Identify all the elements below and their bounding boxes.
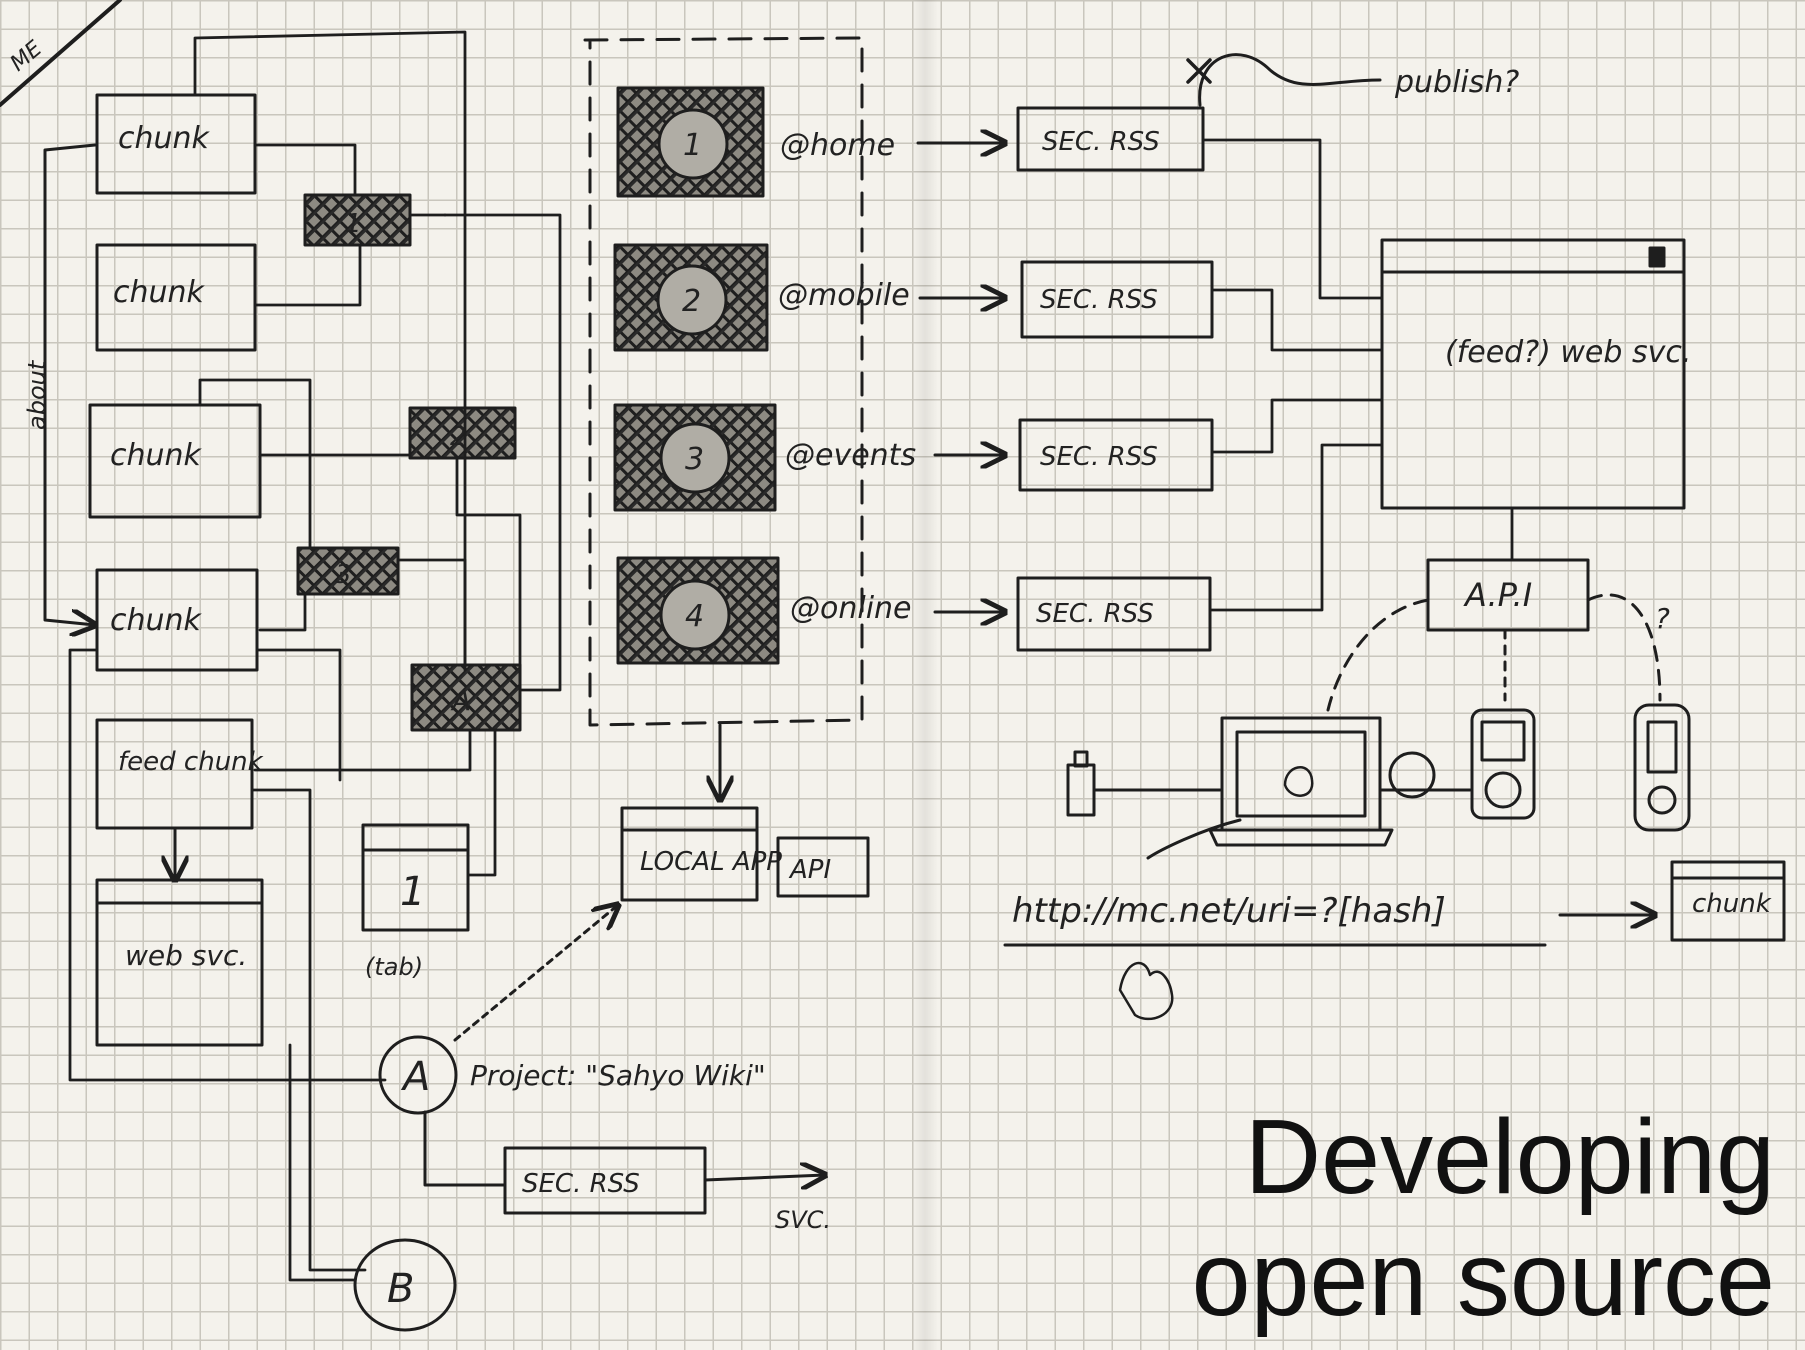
svg-text:2: 2 bbox=[682, 284, 701, 319]
svg-text:@events: @events bbox=[785, 438, 916, 473]
corner-tag: ME bbox=[0, 0, 122, 107]
node-a: A Project: "Sahyo Wiki" bbox=[378, 905, 766, 1187]
svg-text:feed chunk: feed chunk bbox=[118, 747, 264, 777]
svg-text:3: 3 bbox=[335, 560, 352, 590]
tab-box: 1 (tab) bbox=[361, 823, 470, 981]
caption: Developing open source bbox=[1155, 1096, 1775, 1340]
api-box-right: A.P.I bbox=[1426, 558, 1590, 632]
svg-text:1: 1 bbox=[683, 128, 702, 163]
chunk-box-3: chunk bbox=[88, 403, 262, 519]
chunk-box-4: chunk bbox=[95, 568, 259, 672]
ipod-device bbox=[1470, 708, 1536, 820]
sec-rss-bottom: SEC. RSS SVC. bbox=[503, 1146, 831, 1234]
svg-text:chunk: chunk bbox=[1692, 889, 1772, 919]
svg-text:1: 1 bbox=[345, 209, 362, 239]
panel-4: 4 bbox=[616, 556, 780, 665]
svg-text:web svc.: web svc. bbox=[125, 939, 247, 972]
api-to-laptop-dashed bbox=[1326, 598, 1430, 712]
panel-3: 3 bbox=[613, 403, 777, 512]
svg-text:3: 3 bbox=[685, 442, 704, 477]
svg-text:1: 1 bbox=[400, 869, 425, 915]
channel-row-3: @events SEC. RSS bbox=[785, 418, 1214, 492]
svg-text:4: 4 bbox=[685, 599, 704, 634]
panel-2: 2 bbox=[613, 243, 769, 352]
svg-text:chunk: chunk bbox=[110, 438, 203, 473]
svg-text:chunk: chunk bbox=[110, 603, 203, 638]
svg-text:chunk: chunk bbox=[113, 275, 206, 310]
api-box-middle: API bbox=[776, 836, 870, 898]
web-svc-box-left: web svc. bbox=[95, 878, 264, 1047]
svg-text:B: B bbox=[387, 1266, 414, 1312]
laptop-device bbox=[1208, 716, 1394, 847]
svg-text:http://mc.net/uri=?[hash]: http://mc.net/uri=?[hash] bbox=[1012, 891, 1446, 931]
svg-text:API: API bbox=[788, 855, 831, 885]
web-svc-box-right: (feed?) web svc. bbox=[1380, 238, 1691, 510]
svg-text:A.P.I: A.P.I bbox=[1463, 576, 1532, 614]
node-b: B bbox=[353, 1238, 457, 1332]
svg-text:Project: "Sahyo Wiki": Project: "Sahyo Wiki" bbox=[470, 1059, 766, 1092]
about-bracket bbox=[43, 143, 95, 625]
panel-1: 1 bbox=[616, 86, 765, 198]
svg-text:@online: @online bbox=[790, 591, 912, 626]
chunk-box-2: chunk bbox=[95, 243, 257, 352]
channel-row-2: @mobile SEC. RSS bbox=[778, 260, 1214, 339]
api-to-phone-dashed bbox=[1586, 593, 1662, 702]
svg-text:SEC. RSS: SEC. RSS bbox=[1040, 442, 1158, 472]
svg-text:SEC. RSS: SEC. RSS bbox=[522, 1169, 640, 1199]
svg-text:A: A bbox=[400, 1054, 430, 1100]
caption-line-2: open source bbox=[1191, 1220, 1775, 1338]
svg-text:(feed?) web svc.: (feed?) web svc. bbox=[1445, 335, 1691, 370]
local-app-box: LOCAL APP bbox=[620, 806, 782, 902]
svg-text:LOCAL APP: LOCAL APP bbox=[640, 847, 782, 877]
channel-row-1: @home SEC. RSS bbox=[780, 106, 1205, 172]
svg-text:2: 2 bbox=[450, 422, 467, 452]
svg-text:@home: @home bbox=[780, 128, 895, 163]
wiring-right bbox=[1201, 138, 1514, 612]
url-row: http://mc.net/uri=?[hash] chunk bbox=[1003, 818, 1786, 1021]
side-label-about: about bbox=[23, 359, 51, 430]
svg-text:SVC.: SVC. bbox=[775, 1206, 831, 1234]
svg-text:SEC. RSS: SEC. RSS bbox=[1036, 599, 1154, 629]
usb-stick-device bbox=[1066, 750, 1222, 817]
svg-text:(tab): (tab) bbox=[365, 953, 423, 981]
svg-text:SEC. RSS: SEC. RSS bbox=[1040, 285, 1158, 315]
svg-text:A: A bbox=[450, 684, 471, 717]
marker-2: 2 bbox=[408, 406, 517, 460]
chunk-box-1: chunk bbox=[95, 93, 257, 195]
feed-chunk-box: feed chunk bbox=[95, 718, 264, 830]
svg-text:SEC. RSS: SEC. RSS bbox=[1042, 127, 1160, 157]
marker-3: 3 bbox=[296, 546, 400, 596]
svg-text:chunk: chunk bbox=[118, 121, 211, 156]
phone-device bbox=[1633, 703, 1691, 832]
notebook-fold bbox=[912, 0, 938, 1350]
device-question-note: ? bbox=[1655, 602, 1670, 635]
publish-note: publish? bbox=[1186, 53, 1519, 107]
channel-row-4: @online SEC. RSS bbox=[790, 576, 1212, 652]
panels-dashed-frame bbox=[583, 36, 864, 727]
marker-1: 1 bbox=[303, 193, 412, 247]
svg-text:publish?: publish? bbox=[1394, 65, 1519, 100]
svg-text:@mobile: @mobile bbox=[778, 278, 910, 313]
caption-line-1: Developing bbox=[1244, 1098, 1775, 1216]
marker-a: A bbox=[410, 663, 522, 732]
camera-device bbox=[1378, 751, 1472, 799]
wiring-left bbox=[68, 30, 562, 1282]
